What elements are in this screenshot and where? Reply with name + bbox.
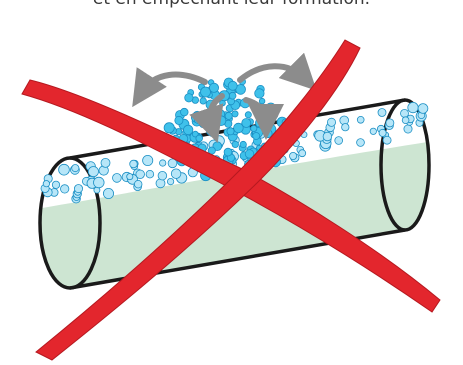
bubble xyxy=(259,98,265,104)
bubble xyxy=(88,167,98,177)
bubble xyxy=(357,116,364,123)
bubble xyxy=(134,180,142,188)
bubble xyxy=(224,148,232,156)
bubble xyxy=(418,104,428,114)
bubble xyxy=(143,155,153,165)
bubble xyxy=(408,102,418,112)
bubble xyxy=(255,89,264,98)
bubble xyxy=(181,108,189,116)
bubble xyxy=(185,94,193,102)
bubble xyxy=(160,160,166,166)
bubble xyxy=(167,178,173,184)
bubble xyxy=(370,128,376,134)
bubble xyxy=(253,133,260,140)
bubble xyxy=(101,158,110,167)
bubble xyxy=(327,118,335,126)
bubble xyxy=(378,109,386,117)
bubble xyxy=(402,117,409,124)
bubble xyxy=(227,128,234,135)
bubble xyxy=(268,109,278,119)
bubble xyxy=(225,112,232,119)
bubble xyxy=(264,130,272,138)
bubble xyxy=(113,174,122,183)
bubble xyxy=(323,132,332,141)
bubble xyxy=(216,116,226,126)
bubble xyxy=(130,160,138,168)
bubble xyxy=(232,141,238,147)
bubble xyxy=(60,185,68,193)
bubble xyxy=(242,119,251,128)
bubble xyxy=(158,171,167,180)
bubble xyxy=(209,130,215,136)
bubble xyxy=(59,164,70,175)
bubble xyxy=(404,125,412,133)
bubble xyxy=(299,150,306,157)
bubble xyxy=(335,137,343,145)
bubble xyxy=(164,123,174,133)
bubble xyxy=(342,124,349,131)
bubble xyxy=(171,169,181,179)
bubble xyxy=(245,112,251,118)
bubble xyxy=(251,125,257,131)
bubble xyxy=(232,111,238,117)
bubble xyxy=(103,188,113,198)
bubble xyxy=(175,116,183,124)
bubble xyxy=(43,181,49,187)
bubble xyxy=(379,129,386,136)
bubble xyxy=(94,177,105,188)
bubble xyxy=(74,185,82,193)
bubble xyxy=(228,81,237,90)
bubble xyxy=(383,136,391,144)
bubble xyxy=(201,87,211,97)
bubble xyxy=(127,174,133,180)
bubble xyxy=(52,181,59,188)
bubble xyxy=(357,139,365,147)
bubble xyxy=(290,152,297,159)
bubble xyxy=(196,135,203,142)
bubble xyxy=(240,141,246,147)
bubble xyxy=(229,92,236,99)
bubble xyxy=(72,165,79,172)
bubble xyxy=(386,119,394,127)
bubble xyxy=(136,170,145,179)
bubble xyxy=(146,170,154,178)
bubble xyxy=(199,118,209,128)
bubble xyxy=(200,98,206,104)
